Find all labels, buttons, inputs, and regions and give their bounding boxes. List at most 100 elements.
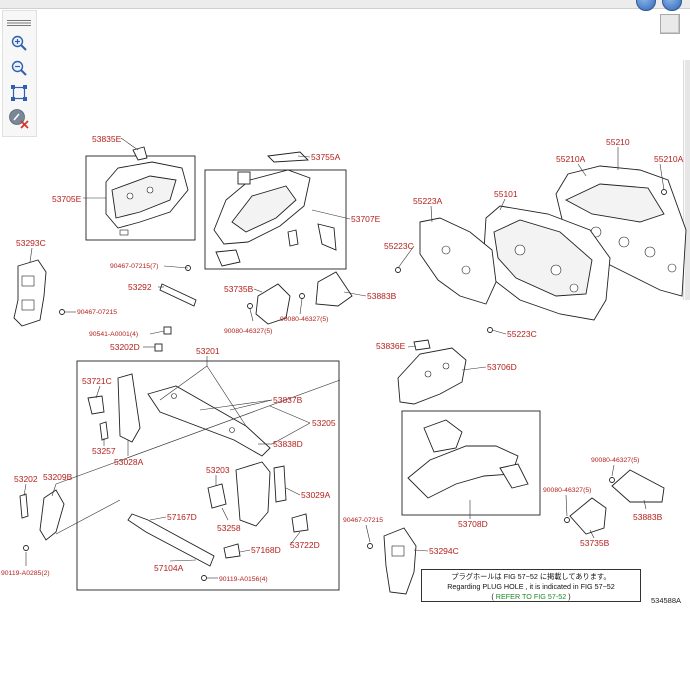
label-53708d[interactable]: 53708D [458,519,488,529]
label-90541-a0001[interactable]: 90541-A0001(4) [89,331,138,338]
note-paren-open: ( [491,592,494,601]
label-53293c[interactable]: 53293C [16,238,46,248]
fit-page-icon [11,85,27,101]
part-55101-panel[interactable] [483,205,611,321]
figure-id: 534588A [651,596,682,605]
label-53755a[interactable]: 53755A [311,152,341,162]
part-53203-bracket[interactable] [207,461,287,527]
part-53201-support[interactable] [117,373,271,457]
note-line-refer: ( REFER TO FIG 57-52 ) [422,592,640,601]
part-53294c-bracket[interactable] [383,527,417,595]
label-57167d[interactable]: 57167D [167,512,197,522]
label-53707e[interactable]: 53707E [351,214,381,224]
group-box-53708d [401,410,541,516]
label-53706d[interactable]: 53706D [487,362,517,372]
label-53028a[interactable]: 53028A [114,457,144,467]
part-53292-bar[interactable] [159,283,197,307]
label-90467-07215-b[interactable]: 90467-07215 [343,517,383,524]
group-box-53201 [76,360,340,591]
label-55210a-right[interactable]: 55210A [654,154,684,164]
label-53258[interactable]: 53258 [217,523,241,533]
fit-page-button[interactable] [6,82,32,104]
part-53202-bracket[interactable] [19,489,65,541]
label-55101[interactable]: 55101 [494,189,518,199]
label-53202d[interactable]: 53202D [110,342,140,352]
label-90080-46327-b[interactable]: 90080-46327(5) [280,316,328,323]
top-bar [0,0,690,11]
label-53883b-top[interactable]: 53883B [367,291,397,301]
label-55210[interactable]: 55210 [606,137,630,147]
refer-link[interactable]: REFER TO FIG 57-52 [495,592,567,601]
note-line-english: Regarding PLUG HOLE , it is indicated in… [447,582,615,591]
label-55223c-bottom[interactable]: 55223C [507,329,537,339]
part-53755a-bracket[interactable] [267,151,310,163]
note-paren-close: ) [568,592,571,601]
part-53706d-apron[interactable] [397,339,467,405]
label-90119-a0156[interactable]: 90119-A0156(4) [219,576,268,583]
label-53205[interactable]: 53205 [312,418,336,428]
plug-hole-note: プラグホールは FIG 57−52 に掲載してあります。 Regarding P… [421,569,641,602]
part-labels: 53835E 53705E 53755A 53707E 55210 55210A… [1,134,684,583]
part-53835e-bracket[interactable] [132,146,148,161]
label-53203[interactable]: 53203 [206,465,230,475]
label-53294c[interactable]: 53294C [429,546,459,556]
label-55210a-left[interactable]: 55210A [556,154,586,164]
part-53705e-apron[interactable] [105,161,189,236]
label-90119-a0285[interactable]: 90119-A0285(2) [1,570,50,577]
label-53029a[interactable]: 53029A [301,490,331,500]
fasteners [23,189,667,581]
leader-lines [23,137,665,579]
scroll-up-button[interactable] [660,14,680,34]
label-57104a[interactable]: 57104A [154,563,184,573]
label-53705e[interactable]: 53705E [52,194,82,204]
zoom-out-icon [11,60,27,76]
label-57168d[interactable]: 57168D [251,545,281,555]
reset-zoom-icon [9,109,29,129]
part-53257-clip[interactable] [99,421,109,441]
label-55223c-left[interactable]: 55223C [384,241,414,251]
label-53257[interactable]: 53257 [92,446,116,456]
label-90467-07215-7[interactable]: 90467-07215(7) [110,263,158,270]
vertical-scrollbar[interactable] [683,60,690,300]
part-57168d-bracket[interactable] [223,543,241,559]
label-90080-46327-a[interactable]: 90080-46327(5) [224,328,272,335]
zoom-out-button[interactable] [6,57,32,79]
viewer-toolbar [2,10,37,137]
note-line-japanese: プラグホールは FIG 57−52 に掲載してあります。 [451,572,611,581]
part-53883b-seal-right[interactable] [611,469,665,503]
label-53209b[interactable]: 53209B [43,472,73,482]
part-53883b-seal[interactable] [315,271,353,307]
label-53202[interactable]: 53202 [14,474,38,484]
label-53735b-top[interactable]: 53735B [224,284,254,294]
label-90080-46327-c[interactable]: 90080-46327(5) [591,457,639,464]
reset-zoom-button[interactable] [6,108,32,130]
label-53721c[interactable]: 53721C [82,376,112,386]
group-box-53707e [204,169,347,270]
zoom-in-icon [11,35,27,51]
label-53835e[interactable]: 53835E [92,134,122,144]
part-53708d-apron[interactable] [407,419,529,499]
label-53722d[interactable]: 53722D [290,540,320,550]
label-53836e[interactable]: 53836E [376,341,406,351]
label-53838d[interactable]: 53838D [273,439,303,449]
label-53201[interactable]: 53201 [196,346,220,356]
label-90080-46327-d[interactable]: 90080-46327(5) [543,487,591,494]
part-53721c-bracket[interactable] [87,395,105,415]
part-53735b-seal-right[interactable] [569,497,607,535]
label-53735b-bottom[interactable]: 53735B [580,538,610,548]
scrollbar-thumb[interactable] [685,60,690,300]
label-53883b-bottom[interactable]: 53883B [633,512,663,522]
part-55223a-silencer[interactable] [419,217,497,305]
part-53707e-apron[interactable] [213,169,337,267]
label-90467-07215[interactable]: 90467-07215 [77,309,117,316]
part-53293c-bracket[interactable] [13,259,47,327]
part-53722d-bracket[interactable] [291,513,309,533]
label-55223a[interactable]: 55223A [413,196,443,206]
toolbar-grip[interactable] [6,14,32,26]
zoom-in-button[interactable] [6,32,32,54]
part-57104a-bar[interactable] [127,513,215,567]
label-53292[interactable]: 53292 [128,282,152,292]
label-53837b[interactable]: 53837B [273,395,303,405]
part-53735b-seal[interactable] [255,283,291,325]
